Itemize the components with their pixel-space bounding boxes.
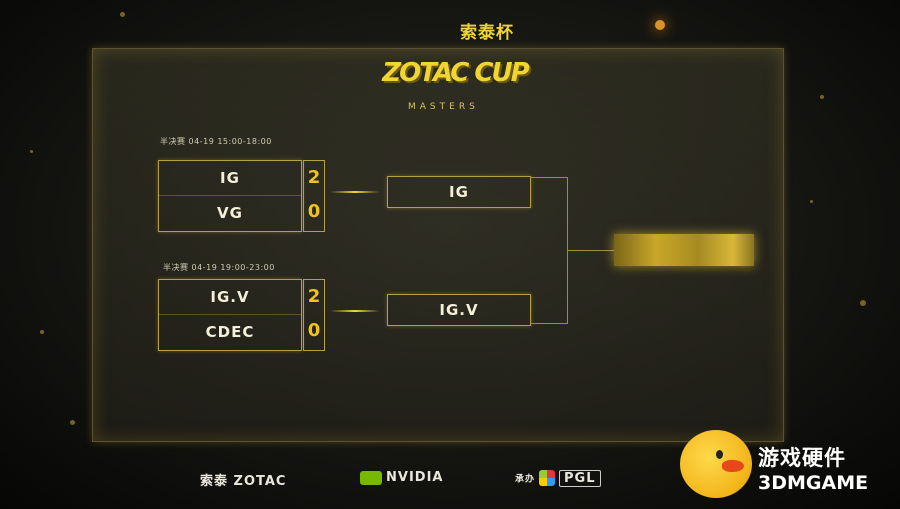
match-2-scores: 2 0 [303,279,325,351]
logo-main-title: ZOTAC CUP [382,58,529,88]
sparkle [820,95,824,99]
team-name: CDEC [205,323,255,341]
sparkle [30,150,33,153]
bracket-line [530,323,568,324]
pgl-prefix: 承办 [515,474,536,485]
score: 2 [307,167,321,188]
score: 0 [307,201,321,222]
bracket-line [567,250,614,251]
3dmgame-watermark: 游戏硬件 3DMGAME [680,430,890,505]
semifinal-winner-2: IG.V [387,294,531,326]
zotac-cup-logo: 索泰杯 ZOTAC CUP MASTERS [380,18,530,118]
sponsor-nvidia: NVIDIA [360,470,443,485]
duck-mascot-icon [680,430,752,498]
sparkle [810,200,813,203]
watermark-en: 3DMGAME [758,472,869,494]
sparkle [120,12,125,17]
nvidia-label: NVIDIA [386,470,444,485]
sponsor-pgl: 承办 PGL [515,469,601,487]
match-2-teams: IG.V CDEC [158,279,302,351]
sparkle [40,330,44,334]
sparkle [860,300,866,306]
sparkle [655,20,665,30]
sparkle [70,420,75,425]
pgl-label: PGL [559,469,601,487]
watermark-cn: 游戏硬件 [758,446,846,470]
match-1-scores: 2 0 [303,160,325,232]
team-name: VG [217,204,243,222]
pgl-logo-icon [539,470,556,486]
final-winner-slot [614,234,754,266]
logo-cn-title: 索泰杯 [460,23,514,43]
semifinal-winner-1: IG [387,176,531,208]
score: 0 [307,320,321,341]
connector-line [330,191,380,193]
sponsor-zotac: 索泰 ZOTAC [200,474,287,489]
connector-line [330,310,380,312]
match-time-1: 半决赛 04-19 15:00-18:00 [160,137,272,146]
score: 2 [307,286,321,307]
match-time-2: 半决赛 04-19 19:00-23:00 [163,263,275,272]
bracket-line [530,177,568,178]
nvidia-eye-icon [360,470,382,485]
team-name: IG.V [159,280,301,315]
match-1-teams: IG VG [158,160,302,232]
team-name: IG [159,161,301,196]
logo-subtitle: MASTERS [408,102,479,112]
